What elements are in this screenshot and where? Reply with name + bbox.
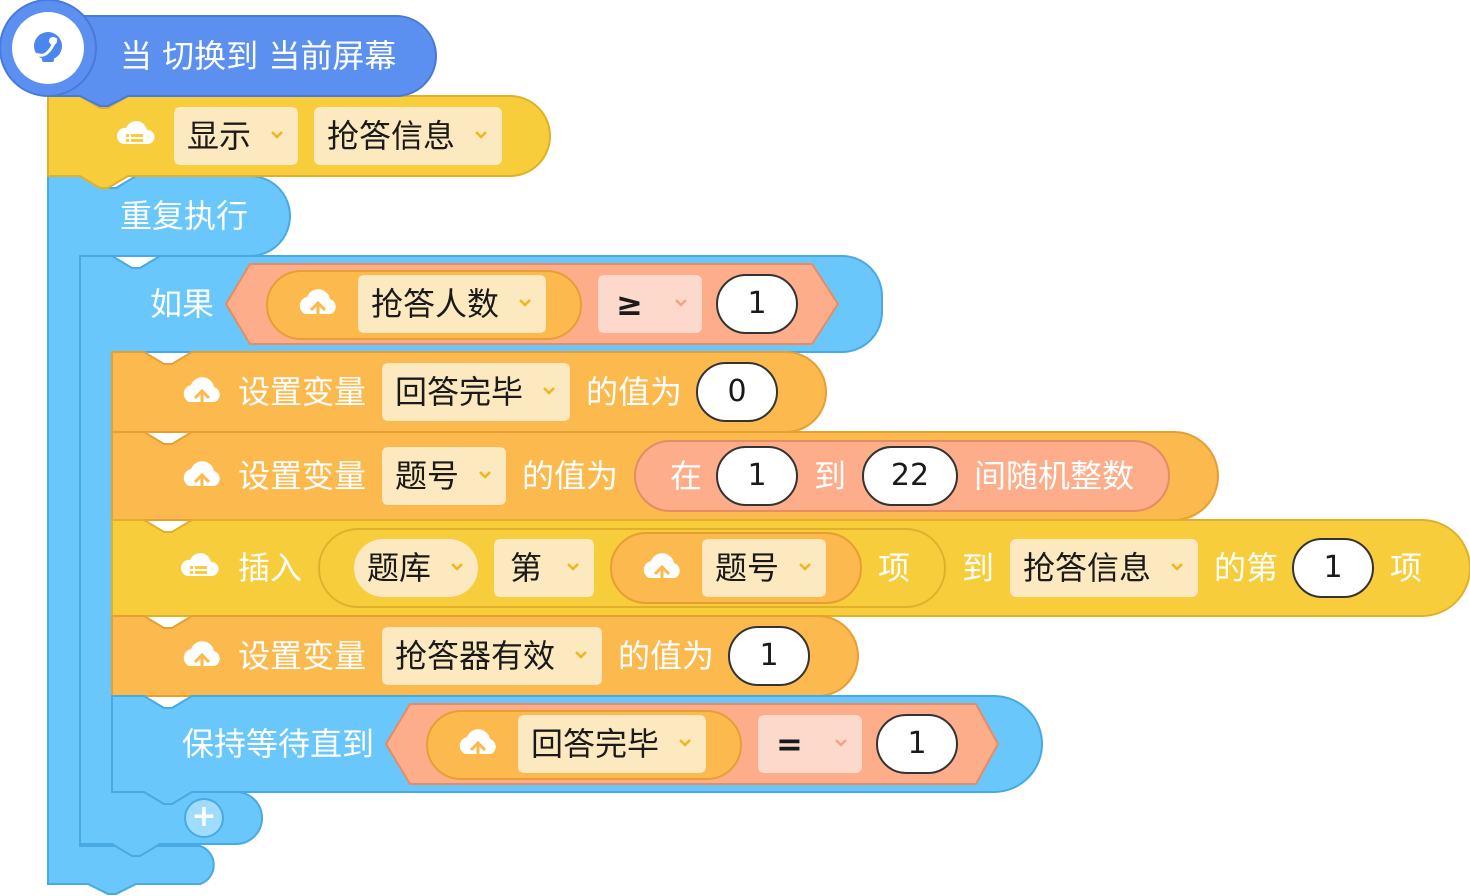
insert-item2-label: 项	[1390, 549, 1423, 587]
insert-item-label: 项	[878, 549, 911, 587]
cloud-upload-icon	[180, 374, 224, 412]
if-variable-label: 抢答人数	[371, 285, 500, 323]
set1-mid-label: 的值为	[586, 373, 683, 411]
event-block-shape	[47, 15, 437, 107]
set3-variable-dropdown[interactable]: 抢答器有效	[382, 627, 602, 685]
set1-variable-label: 回答完毕	[395, 373, 524, 411]
wait-value-input[interactable]: 1	[876, 714, 958, 774]
set3-mid-label: 的值为	[618, 637, 715, 675]
set2-mid-label: 的值为	[522, 457, 619, 495]
chevron-down-icon	[835, 739, 847, 747]
insert-index-variable-label: 题号	[715, 549, 780, 587]
chevron-down-icon	[1171, 563, 1183, 571]
satellite-dish-icon	[24, 24, 72, 72]
insert-target-label: 抢答信息	[1023, 549, 1152, 587]
wait-operator-dropdown[interactable]: =	[758, 715, 862, 773]
plus-icon: +	[191, 799, 217, 834]
set2-variable-dropdown[interactable]: 题号	[382, 447, 506, 505]
cloud-upload-icon	[296, 286, 340, 324]
list-index-mode-dropdown[interactable]: 第	[494, 539, 594, 597]
if-variable-dropdown[interactable]: 抢答人数	[358, 275, 546, 333]
wait-variable-label: 回答完毕	[531, 725, 660, 763]
chevron-down-icon	[451, 563, 463, 571]
chevron-down-icon	[799, 563, 811, 571]
random-to-input[interactable]: 22	[862, 446, 958, 506]
if-operator-dropdown[interactable]: ≥	[598, 275, 702, 333]
cloud-list-icon	[180, 550, 220, 586]
show-target-label: 抢答信息	[327, 117, 456, 155]
chevron-down-icon	[679, 739, 691, 747]
list-name-label: 题库	[367, 549, 432, 587]
set1-label: 设置变量	[238, 373, 367, 411]
set1-value-input[interactable]: 0	[696, 362, 778, 422]
wait-operator-label: =	[776, 725, 803, 763]
chevron-down-icon	[567, 563, 579, 571]
chevron-down-icon	[479, 471, 491, 479]
list-name-dropdown[interactable]: 题库	[354, 539, 478, 597]
repeat-block-shape	[47, 175, 291, 895]
wait-label: 保持等待直到	[182, 725, 375, 763]
chevron-down-icon	[575, 651, 587, 659]
set2-label: 设置变量	[238, 457, 367, 495]
cloud-list-icon	[116, 118, 156, 154]
set3-label: 设置变量	[238, 637, 367, 675]
random-suffix-label: 间随机整数	[974, 457, 1135, 495]
add-block-button[interactable]: +	[184, 798, 224, 838]
cloud-upload-icon	[180, 638, 224, 676]
insert-to-label: 到	[962, 549, 995, 587]
set2-variable-label: 题号	[395, 457, 460, 495]
insert-of-nth-label: 的第	[1214, 549, 1279, 587]
if-operator-label: ≥	[616, 285, 643, 323]
list-index-mode-label: 第	[510, 549, 543, 587]
show-action-dropdown[interactable]: 显示	[174, 107, 298, 165]
cloud-upload-icon	[456, 726, 500, 764]
set3-value-input[interactable]: 1	[728, 626, 810, 686]
wait-variable-dropdown[interactable]: 回答完毕	[518, 715, 706, 773]
insert-index-variable-dropdown[interactable]: 题号	[702, 539, 826, 597]
insert-index-input[interactable]: 1	[1292, 538, 1374, 598]
cloud-upload-icon	[180, 458, 224, 496]
chevron-down-icon	[675, 299, 687, 307]
random-to-label: 到	[814, 457, 847, 495]
chevron-down-icon	[519, 299, 531, 307]
chevron-down-icon	[271, 131, 283, 139]
chevron-down-icon	[475, 131, 487, 139]
show-action-label: 显示	[187, 117, 252, 155]
cloud-upload-icon	[640, 550, 684, 588]
if-value-input[interactable]: 1	[716, 274, 798, 334]
random-from-input[interactable]: 1	[716, 446, 798, 506]
random-in-label: 在	[670, 457, 703, 495]
repeat-label: 重复执行	[120, 197, 249, 235]
show-target-dropdown[interactable]: 抢答信息	[314, 107, 502, 165]
insert-label: 插入	[238, 549, 303, 587]
if-label: 如果	[150, 285, 215, 323]
set1-variable-dropdown[interactable]: 回答完毕	[382, 363, 570, 421]
set3-variable-label: 抢答器有效	[395, 637, 556, 675]
chevron-down-icon	[543, 387, 555, 395]
insert-target-dropdown[interactable]: 抢答信息	[1010, 539, 1198, 597]
event-label: 当 切换到 当前屏幕	[120, 37, 397, 75]
